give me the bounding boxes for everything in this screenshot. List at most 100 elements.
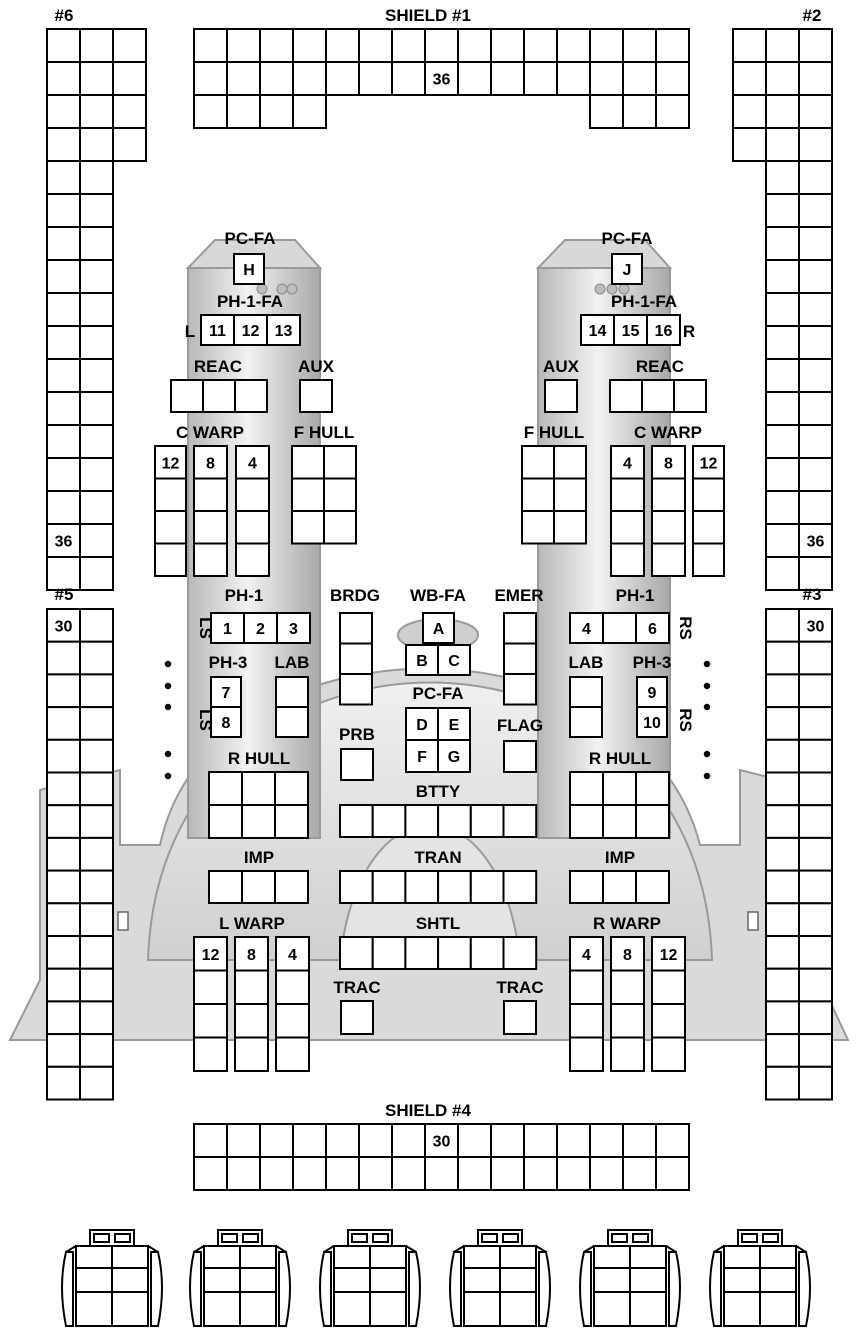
shield5-track-box[interactable]	[80, 936, 113, 969]
rhull-right-box[interactable]	[570, 772, 603, 805]
shield6-track-box[interactable]	[47, 458, 80, 491]
shield5-track-box[interactable]	[47, 805, 80, 838]
shield4-track-box[interactable]	[293, 1157, 326, 1190]
shield2-track-box[interactable]	[799, 161, 832, 194]
shield1-track-box[interactable]	[458, 62, 491, 95]
shield4-track-box[interactable]	[656, 1157, 689, 1190]
shield4-track-box[interactable]	[491, 1157, 524, 1190]
cwarp-left-12-box[interactable]	[155, 511, 186, 544]
shield6-track-box[interactable]	[47, 359, 80, 392]
lwarp-8-box[interactable]	[235, 1038, 268, 1072]
shield6-track-box[interactable]	[80, 293, 113, 326]
cwarp-left-12-box[interactable]	[155, 479, 186, 512]
fhull-left-box[interactable]	[324, 479, 356, 512]
imp-left-box[interactable]	[242, 871, 275, 903]
shield6-track-box[interactable]	[47, 161, 80, 194]
shield2-track-box[interactable]	[766, 557, 799, 590]
shield3-track-box[interactable]	[766, 1001, 799, 1034]
shield6-track-box[interactable]	[80, 227, 113, 260]
cwarp-left-4-box[interactable]	[236, 479, 269, 512]
shield6-track-box[interactable]	[113, 95, 146, 128]
shield3-track-box[interactable]	[799, 871, 832, 904]
shield2-track-box[interactable]	[766, 491, 799, 524]
shield5-track-box[interactable]	[47, 1034, 80, 1067]
shield6-track-box[interactable]	[47, 95, 80, 128]
shield2-track-box[interactable]	[766, 29, 799, 62]
shield1-track-box[interactable]	[623, 95, 656, 128]
btty-box[interactable]	[373, 805, 406, 837]
emer-box[interactable]	[504, 613, 536, 644]
shield3-track-box[interactable]	[799, 805, 832, 838]
shield6-track-box[interactable]	[80, 557, 113, 590]
fhull-right-box[interactable]	[522, 479, 554, 512]
lwarp-12-box[interactable]	[194, 971, 227, 1005]
shield1-track-box[interactable]	[326, 62, 359, 95]
shield4-track-box[interactable]	[590, 1157, 623, 1190]
shtl-box[interactable]	[405, 937, 438, 969]
shield5-track-box[interactable]	[80, 903, 113, 936]
shield2-track-box[interactable]	[799, 128, 832, 161]
shield1-track-box[interactable]	[524, 29, 557, 62]
shield5-track-box[interactable]	[47, 1001, 80, 1034]
shield5-track-box[interactable]	[47, 969, 80, 1002]
shield1-track-box[interactable]	[359, 29, 392, 62]
shield2-track-box[interactable]	[766, 293, 799, 326]
tran-box[interactable]	[504, 871, 537, 903]
rwarp-4-box[interactable]	[570, 971, 603, 1005]
shield5-track-box[interactable]	[47, 936, 80, 969]
shield2-track-box[interactable]	[766, 524, 799, 557]
shield2-track-box[interactable]	[799, 326, 832, 359]
rwarp-12-box[interactable]	[652, 1038, 685, 1072]
shield5-track-box[interactable]	[47, 871, 80, 904]
shield1-track-box[interactable]	[260, 95, 293, 128]
cwarp-left-8-box[interactable]	[194, 511, 227, 544]
rwarp-12-box[interactable]	[652, 971, 685, 1005]
cwarp-right-4-box[interactable]	[611, 544, 644, 577]
fhull-right-box[interactable]	[522, 446, 554, 479]
rhull-right-box[interactable]	[570, 805, 603, 838]
shield6-track-box[interactable]	[47, 62, 80, 95]
shtl-box[interactable]	[340, 937, 373, 969]
shield2-track-box[interactable]	[733, 128, 766, 161]
shield4-track-box[interactable]	[260, 1124, 293, 1157]
shield1-track-box[interactable]	[293, 29, 326, 62]
lwarp-4-box[interactable]	[276, 971, 309, 1005]
shield5-track-box[interactable]	[80, 642, 113, 675]
lwarp-4-box[interactable]	[276, 1038, 309, 1072]
shield1-track-box[interactable]	[227, 95, 260, 128]
fhull-left-box[interactable]	[324, 511, 356, 544]
shield3-track-box[interactable]	[799, 1067, 832, 1100]
cwarp-right-12-box[interactable]	[693, 511, 724, 544]
shield5-track-box[interactable]	[80, 871, 113, 904]
shield1-track-box[interactable]	[227, 29, 260, 62]
shield2-track-box[interactable]	[766, 392, 799, 425]
shield6-track-box[interactable]	[80, 95, 113, 128]
imp-left-box[interactable]	[209, 871, 242, 903]
lwarp-8-box[interactable]	[235, 1004, 268, 1038]
rwarp-8-box[interactable]	[611, 1004, 644, 1038]
shield1-track-box[interactable]	[326, 29, 359, 62]
shield3-track-box[interactable]	[799, 1034, 832, 1067]
shield5-track-box[interactable]	[47, 903, 80, 936]
shield6-track-box[interactable]	[80, 194, 113, 227]
shield2-track-box[interactable]	[766, 425, 799, 458]
btty-box[interactable]	[405, 805, 438, 837]
brdg-box[interactable]	[340, 674, 372, 705]
shield3-track-box[interactable]	[799, 642, 832, 675]
shield6-track-box[interactable]	[80, 326, 113, 359]
rhull-right-box[interactable]	[636, 772, 669, 805]
imp-left-box[interactable]	[275, 871, 308, 903]
rhull-right-box[interactable]	[636, 805, 669, 838]
lab-left-box[interactable]	[276, 677, 308, 707]
shield3-track-box[interactable]	[766, 674, 799, 707]
shield4-track-box[interactable]	[260, 1157, 293, 1190]
trac-right-box[interactable]	[504, 1001, 536, 1034]
shield4-track-box[interactable]	[194, 1157, 227, 1190]
shield2-track-box[interactable]	[799, 293, 832, 326]
fhull-left-box[interactable]	[292, 446, 324, 479]
shield3-track-box[interactable]	[766, 969, 799, 1002]
shield3-track-box[interactable]	[766, 642, 799, 675]
shtl-box[interactable]	[471, 937, 504, 969]
shield2-track-box[interactable]	[799, 260, 832, 293]
shield2-track-box[interactable]	[733, 95, 766, 128]
